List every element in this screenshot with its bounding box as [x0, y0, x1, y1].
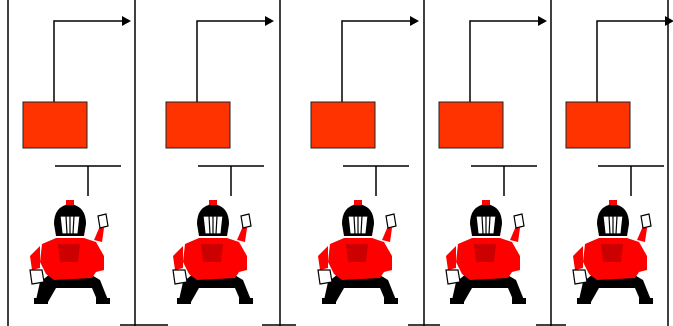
red-rectangle — [565, 101, 631, 149]
catcher-figure — [572, 199, 654, 305]
panel-1 — [22, 16, 131, 305]
panel-5 — [565, 16, 673, 305]
catcher-figure — [172, 199, 254, 305]
arrow-up-right — [53, 20, 122, 102]
arrowhead-icon — [665, 16, 673, 26]
red-rectangle — [438, 101, 504, 149]
catcher-figure — [445, 199, 527, 305]
arrow-up-right — [596, 20, 665, 102]
arrowhead-icon — [538, 16, 547, 26]
panel-4 — [438, 16, 547, 305]
arrowhead-icon — [265, 16, 274, 26]
panel-2 — [165, 16, 274, 305]
arrowhead-icon — [122, 16, 131, 26]
panel-3 — [310, 16, 419, 305]
red-rectangle — [310, 101, 376, 149]
red-rectangle — [22, 101, 88, 149]
red-rectangle — [165, 101, 231, 149]
catcher-figure — [29, 199, 111, 305]
arrowhead-icon — [410, 16, 419, 26]
arrow-up-right — [196, 20, 265, 102]
arrow-up-right — [341, 20, 410, 102]
catcher-figure — [317, 199, 399, 305]
arrow-up-right — [469, 20, 538, 102]
